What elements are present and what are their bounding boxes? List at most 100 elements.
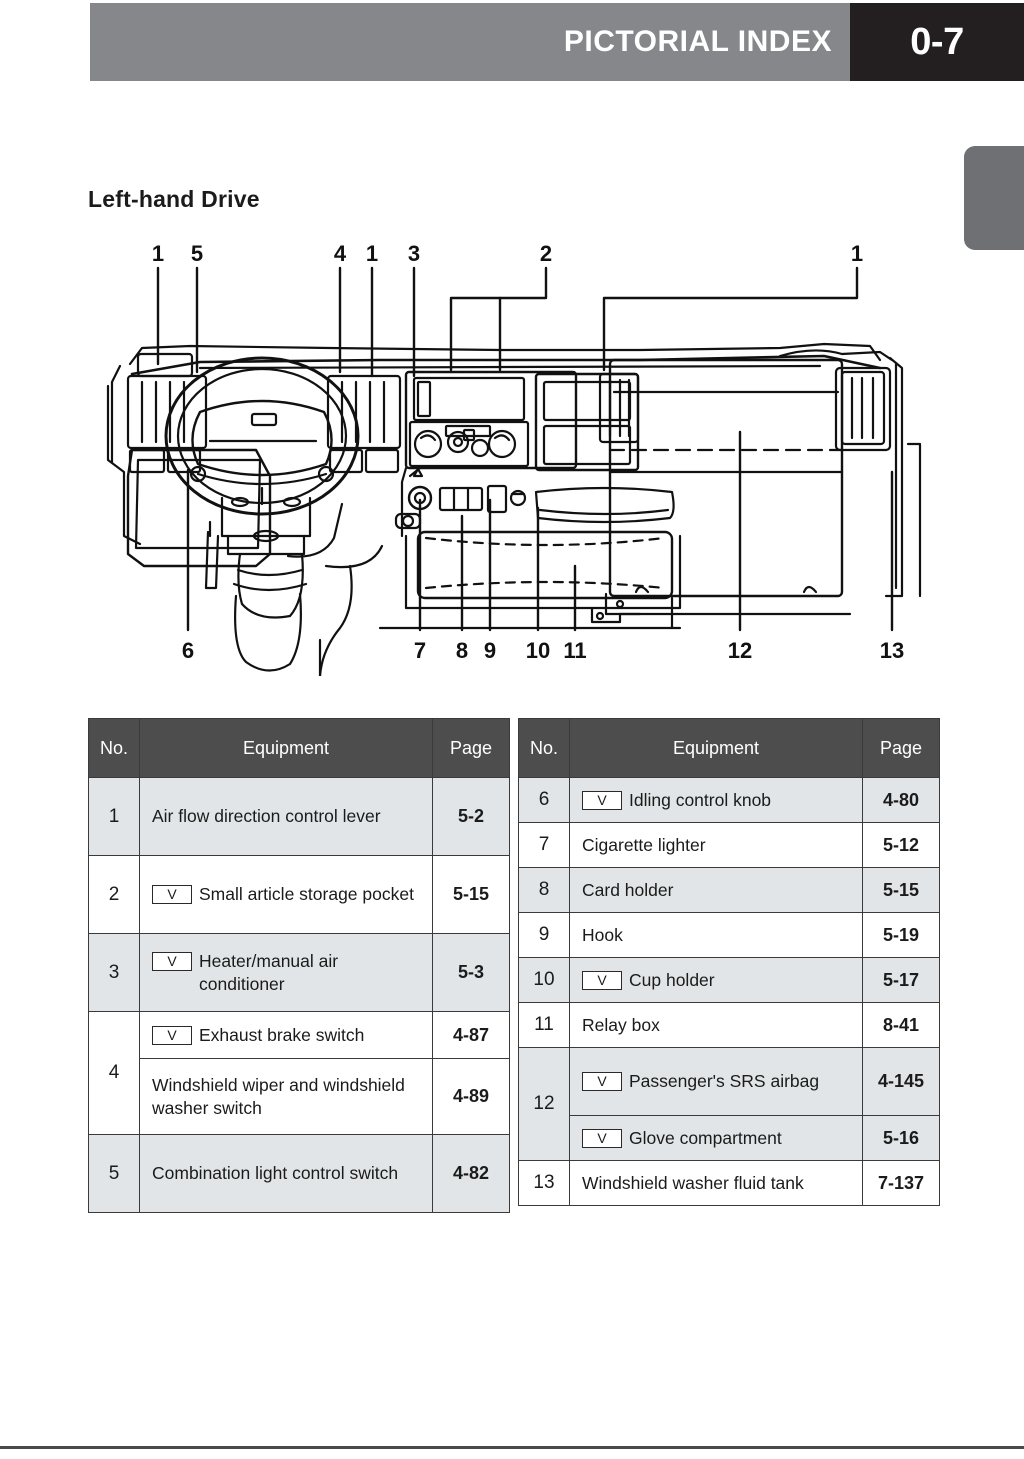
air-vent-center-left — [326, 374, 402, 474]
equipment-label: Cup holder — [629, 969, 715, 990]
equipment-cell: V Cup holder — [569, 957, 863, 1003]
equipment-label: Card holder — [582, 879, 674, 900]
page-reference-cell[interactable]: 4-145 — [862, 1047, 940, 1116]
equipment-label: Windshield washer fluid tank — [582, 1172, 804, 1193]
header-gray-band: PICTORIAL INDEX — [90, 3, 850, 81]
table-row: 11 Relay box 8-41 — [518, 1002, 940, 1048]
table-row: Windshield wiper and windshield washer s… — [89, 1058, 510, 1135]
page-reference-cell[interactable]: 5-2 — [432, 777, 510, 856]
bottom-leader-lines — [186, 430, 894, 632]
variant-badge-icon: V — [582, 1128, 622, 1148]
page-reference-cell[interactable]: 4-80 — [862, 777, 940, 823]
equipment-cell: V Idling control knob — [569, 777, 863, 823]
page-reference-cell[interactable]: 5-12 — [862, 822, 940, 868]
equipment-label: Glove compartment — [629, 1127, 782, 1148]
equipment-label: Cigarette lighter — [582, 834, 706, 855]
section-heading: Left-hand Drive — [88, 186, 260, 212]
equipment-cell: Card holder — [569, 867, 863, 913]
equipment-cell: Relay box — [569, 1002, 863, 1048]
page-reference-cell[interactable]: 4-87 — [432, 1011, 510, 1059]
equipment-cell: Windshield washer fluid tank — [569, 1160, 863, 1206]
washer-fluid-tank-edge — [778, 349, 922, 598]
page-bottom-rule — [0, 1446, 1024, 1449]
row-number-cell: 13 — [518, 1160, 570, 1206]
page-reference-cell[interactable]: 7-137 — [862, 1160, 940, 1206]
center-storage-pocket — [534, 372, 640, 472]
variant-badge-icon: V — [582, 970, 622, 990]
column-header-no: No. — [88, 718, 140, 778]
equipment-cell: V Glove compartment — [569, 1115, 863, 1161]
page-header: PICTORIAL INDEX 0-7 — [0, 0, 1024, 86]
top-leader-lines — [156, 266, 859, 378]
equipment-label: Idling control knob — [629, 789, 772, 810]
variant-badge-icon: V — [152, 885, 192, 905]
page-reference-cell[interactable]: 5-17 — [862, 957, 940, 1003]
equipment-label: Hook — [582, 924, 623, 945]
bottom-callout-numbers: 6 7 8 9 10 11 12 13 — [182, 638, 904, 663]
header-page-block: 0-7 — [850, 3, 1024, 81]
svg-text:5: 5 — [191, 241, 203, 266]
equipment-label: Combination light control switch — [152, 1163, 399, 1184]
table-row: 13 Windshield washer fluid tank 7-137 — [518, 1160, 940, 1206]
dashboard-artwork — [106, 342, 922, 676]
page-reference-cell[interactable]: 5-15 — [432, 855, 510, 934]
page-title: PICTORIAL INDEX — [563, 25, 832, 58]
page-reference-cell[interactable]: 8-41 — [862, 1002, 940, 1048]
air-vent-right-of-stack — [598, 372, 640, 444]
column-header-equipment: Equipment — [139, 718, 433, 778]
column-header-equipment: Equipment — [569, 718, 863, 778]
relay-box-panel — [404, 530, 682, 610]
page-reference-cell[interactable]: 5-19 — [862, 912, 940, 958]
equipment-cell: V Small article storage pocket — [139, 855, 433, 934]
page-reference-cell[interactable]: 5-16 — [862, 1115, 940, 1161]
row-number-cell: 10 — [518, 957, 570, 1003]
equipment-label: Small article storage pocket — [199, 884, 414, 905]
svg-text:3: 3 — [408, 241, 420, 266]
column-header-no: No. — [518, 718, 570, 778]
dashboard-diagram: 1 5 4 1 3 2 1 — [80, 236, 960, 676]
row-number-cell: 12 — [518, 1047, 570, 1161]
steering-wheel — [164, 356, 360, 516]
row-number-cell: 9 — [518, 912, 570, 958]
equipment-label: Passenger's SRS airbag — [629, 1071, 820, 1092]
page-reference-cell[interactable]: 4-82 — [432, 1134, 510, 1213]
table-header-row: No. Equipment Page — [518, 718, 940, 778]
equipment-label: Relay box — [582, 1014, 660, 1035]
page-number: 0-7 — [910, 20, 964, 63]
equipment-cell: Hook — [569, 912, 863, 958]
svg-text:11: 11 — [563, 638, 586, 663]
page-reference-cell[interactable]: 4-89 — [432, 1058, 510, 1135]
svg-text:13: 13 — [880, 638, 904, 663]
svg-text:10: 10 — [526, 638, 550, 663]
svg-text:1: 1 — [366, 241, 378, 266]
row-number-cell: 3 — [88, 933, 140, 1012]
column-header-page: Page — [432, 718, 510, 778]
row-number-cell: 11 — [518, 1002, 570, 1048]
svg-text:2: 2 — [540, 241, 552, 266]
table-row: 9 Hook 5-19 — [518, 912, 940, 958]
variant-badge-icon: V — [582, 1072, 622, 1092]
page-reference-cell[interactable]: 5-3 — [432, 933, 510, 1012]
equipment-cell: Cigarette lighter — [569, 822, 863, 868]
svg-text:8: 8 — [456, 638, 468, 663]
variant-badge-icon: V — [582, 790, 622, 810]
svg-text:4: 4 — [334, 241, 347, 266]
table-row: V Glove compartment 5-16 — [519, 1115, 940, 1161]
top-callout-numbers: 1 5 4 1 3 2 1 — [152, 241, 863, 266]
table-header-row: No. Equipment Page — [88, 718, 510, 778]
equipment-label: Exhaust brake switch — [199, 1024, 365, 1045]
page-reference-cell[interactable]: 5-15 — [862, 867, 940, 913]
svg-text:7: 7 — [414, 638, 426, 663]
lower-center-controls — [394, 466, 675, 538]
steering-column — [204, 496, 312, 672]
